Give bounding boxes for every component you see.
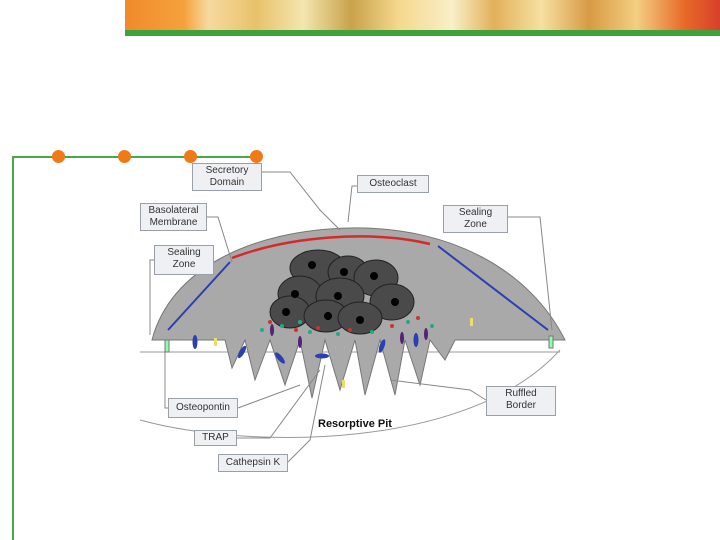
sealing-zone-right-label: Sealing Zone (443, 205, 508, 233)
ruffled-border-label: Ruffled Border (486, 386, 556, 416)
osteopontin-label: Osteopontin (168, 398, 238, 418)
cathepsin-k-label: Cathepsin K (218, 454, 288, 472)
trap-label: TRAP (194, 430, 237, 446)
secretory-domain-label: Secretory Domain (192, 163, 262, 191)
sealing-zone-left-label: Sealing Zone (154, 245, 214, 275)
resorptive-pit-label: Resorptive Pit (318, 418, 392, 430)
osteoclast-label: Osteoclast (357, 175, 429, 193)
basolateral-membrane-label: Basolateral Membrane (140, 203, 207, 231)
